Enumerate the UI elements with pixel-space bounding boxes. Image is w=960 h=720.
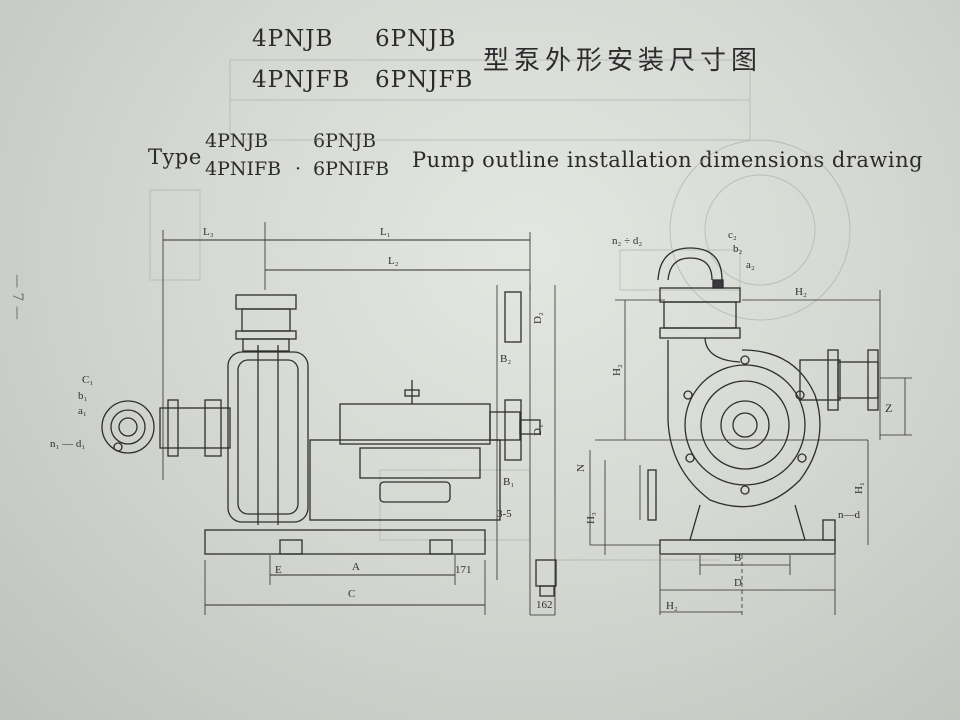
label-H3: H₃ [585,512,597,524]
label-H2-top: H₂ [795,286,807,298]
bleed-through-ghost [149,59,851,561]
label-B1: B₁ [503,476,514,488]
model-6pnjfb: 6PNJFB [375,67,474,93]
side-view-drawing [101,222,557,616]
label-a2: a₂ [746,259,755,271]
label-162: 162 [536,599,553,611]
label-L1: L₁ [380,226,391,238]
label-a1: a₁ [78,405,87,417]
label-D1: D₁ [532,424,544,436]
label-171: 171 [455,564,472,576]
english-type-prefix: Type [148,145,202,169]
label-n2-d2: n₂ ÷ d₂ [612,235,642,247]
label-Z: Z [885,401,892,415]
label-H2-bottom: H₂ [666,600,678,612]
label-b1: b₁ [78,390,88,402]
label-b2: b₂ [733,243,743,255]
label-E: E [275,564,282,576]
model-4pnjfb: 4PNJFB [252,67,351,93]
label-N: N [575,464,587,472]
chinese-title: 型泵外形安装尺寸图 [483,46,763,76]
label-C1: C₁ [82,374,93,386]
label-D: D [734,577,742,589]
label-n1-d1: n₁ — d₁ [50,438,85,450]
model-4pnjb: 4PNJB [252,26,334,52]
label-n-d: n—d [838,509,861,521]
label-A: A [352,561,360,573]
label-H1: H₁ [853,482,865,494]
label-gap-3-5: 3-5 [497,508,512,520]
label-c2: c₂ [728,229,737,241]
label-D2: D₂ [532,312,544,324]
label-L2: L₂ [388,255,399,267]
en-model-4pnjb: 4PNJB [205,130,269,152]
en-model-separator: · [295,158,302,180]
label-L3: L₃ [203,226,214,238]
label-C: C [348,588,355,600]
en-model-6pnifb: 6PNIFB [313,158,390,180]
model-6pnjb: 6PNJB [375,26,457,52]
front-view-drawing [589,247,912,615]
en-model-6pnjb: 6PNJB [313,130,377,152]
label-H2-left: H₂ [611,364,623,376]
label-B: B [734,552,741,564]
english-title: Pump outline installation dimensions dra… [412,148,924,172]
en-model-4pnifb: 4PNIFB [205,158,282,180]
label-B2: B₂ [500,353,511,365]
